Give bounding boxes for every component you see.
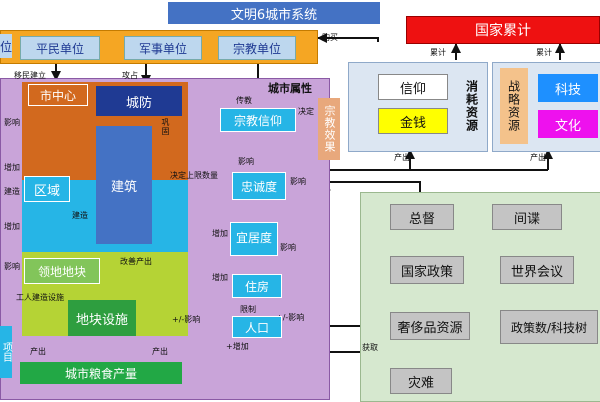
science-label: 科技 [554,82,581,98]
military-unit-label: 军事单位 [138,41,187,56]
district-label: 区域 [33,183,60,199]
label-influence-left-2: 影响 [4,262,20,271]
population-label: 人口 [244,320,269,335]
policy-label: 国家政策 [400,264,453,280]
label-produce-food-1: 产出 [30,347,46,356]
national-accumulation-box: 国家累计 [406,16,600,44]
world-congress-box[interactable]: 世界会议 [500,256,574,284]
label-accumulate-2: 累计 [536,48,552,57]
population-box[interactable]: 人口 [232,316,282,338]
strategic-resource-label: 战略资源 [506,80,521,132]
luxury-resource-box[interactable]: 奢侈品资源 [390,312,470,340]
unit-cut-left: 位 [0,34,12,58]
gold-resource-box[interactable]: 金钱 [378,108,448,134]
city-center-label: 市中心 [39,88,76,103]
loyalty-label: 忠诚度 [240,179,277,194]
housing-box[interactable]: 住房 [232,274,282,298]
building-label: 建筑 [110,179,137,195]
label-accumulate-1: 累计 [430,48,446,57]
governor-box[interactable]: 总督 [390,204,454,230]
military-unit-box[interactable]: 军事单位 [124,36,202,60]
label-influence-left: 影响 [4,118,20,127]
label-attack: 攻占 [122,71,138,80]
luxury-resource-label: 奢侈品资源 [397,320,463,336]
improvement-box[interactable]: 地块设施 [68,300,136,336]
spy-box[interactable]: 间谍 [492,204,562,230]
label-plus-add: +增加 [226,342,249,351]
label-add-left-2: 增加 [4,222,20,231]
label-improve-produce: 改善产出 [120,257,152,266]
policy-tech-box[interactable]: 政策数/科技树 [500,310,598,344]
spy-label: 间谍 [513,211,540,227]
religion-effect-label: 宗教效果 [323,105,336,153]
consume-label-box: 消耗资源 [462,68,482,144]
label-build: 建造 [72,211,88,220]
city-defense-box[interactable]: 城防 [96,86,182,116]
loyalty-box[interactable]: 忠诚度 [232,172,286,200]
label-influence-amenity: 影响 [280,243,296,252]
religion-effect-box[interactable]: 宗教效果 [318,98,340,160]
arrow-buy [317,33,379,43]
disaster-label: 灾难 [407,375,434,391]
label-obtain: 获取 [362,343,378,352]
label-influence-right: 影响 [290,177,306,186]
district-box[interactable]: 区域 [24,176,70,202]
label-build-left: 建造 [4,187,20,196]
plot-box[interactable]: 领地地块 [24,258,100,284]
label-consolidate: 巩固 [161,118,170,136]
science-box[interactable]: 科技 [538,74,598,102]
policy-box[interactable]: 国家政策 [390,256,464,284]
strategic-resource-box[interactable]: 战略资源 [500,68,528,144]
label-pm-influence-right: +/-影响 [276,313,305,322]
label-produce-consume: 产出 [394,153,410,162]
faith-resource-label: 信仰 [399,81,426,97]
building-box[interactable]: 建筑 [96,126,152,244]
policy-tech-label: 政策数/科技树 [510,320,588,335]
religion-belief-label: 宗教信仰 [233,113,282,128]
label-worker-build: 工人建造设施 [16,293,64,302]
improvement-label: 地块设施 [75,312,128,328]
left-cut-bottom-box: 项目 [0,326,12,378]
food-output-label: 城市粮食产量 [64,366,137,381]
religious-unit-box[interactable]: 宗教单位 [218,36,296,60]
faith-resource-box[interactable]: 信仰 [378,74,448,100]
civilian-unit-label: 平民单位 [35,41,84,56]
governor-label: 总督 [408,211,435,227]
label-add-housing: 增加 [212,273,228,282]
culture-box[interactable]: 文化 [538,110,598,138]
gold-resource-label: 金钱 [399,115,426,131]
label-spread: 传教 [236,96,252,105]
label-influence-loyalty: 影响 [238,157,254,166]
disaster-box[interactable]: 灾难 [390,368,452,394]
city-defense-label: 城防 [125,95,152,111]
label-decide: 决定 [298,107,314,116]
left-cut-bottom-label: 项目 [0,342,12,362]
religious-unit-label: 宗教单位 [232,41,281,56]
amenity-box[interactable]: 宜居度 [230,222,278,256]
city-attribute-label: 城市属性 [268,82,312,95]
plot-label: 领地地块 [37,264,86,279]
label-pm-influence-left: +/-影响 [172,315,201,324]
religion-belief-box[interactable]: 宗教信仰 [220,108,296,132]
label-add-amenity: 增加 [212,229,228,238]
arrow-empire-loyalty [289,177,421,192]
label-add-left-1: 增加 [4,163,20,172]
label-produce-strategic: 产出 [530,153,546,162]
consume-label: 消耗资源 [464,80,479,132]
housing-label: 住房 [244,279,269,294]
national-accumulation-title: 国家累计 [475,23,531,39]
food-output-box[interactable]: 城市粮食产量 [20,362,182,384]
label-limit: 限制 [240,305,256,314]
label-buy: 购买 [322,33,338,42]
civilian-unit-box[interactable]: 平民单位 [20,36,100,60]
city-center-label-box: 市中心 [28,84,88,106]
world-congress-label: 世界会议 [510,264,563,280]
unit-cut-left-label: 位 [0,39,13,54]
page-title: 文明6城市系统 [168,2,380,24]
amenity-label: 宜居度 [235,231,272,246]
label-settle: 移民建立 [14,71,46,80]
label-produce-food-2: 产出 [152,347,168,356]
culture-label: 文化 [554,118,581,134]
label-building-cap: 决定上限数量 [170,171,218,180]
